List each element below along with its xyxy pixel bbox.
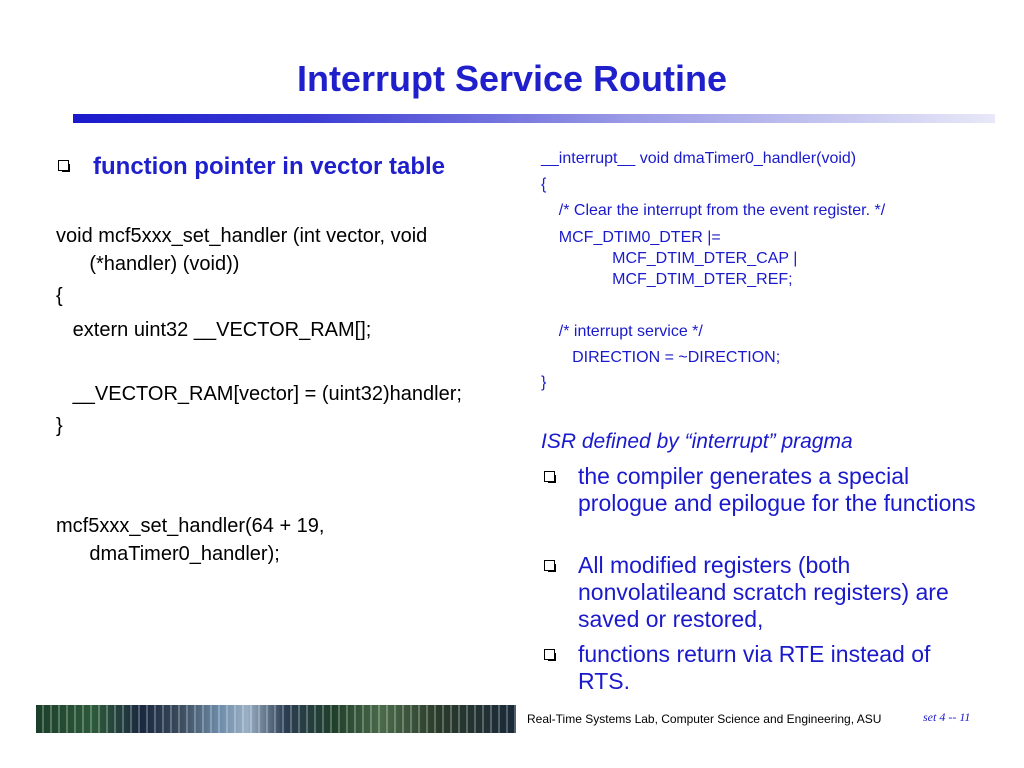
code-line: void mcf5xxx_set_handler (int vector, vo… xyxy=(56,225,428,247)
code-line: (*handler) (void)) xyxy=(56,253,240,275)
right-code-line: DIRECTION = ~DIRECTION; xyxy=(541,349,781,366)
right-code-line: /* Clear the interrupt from the event re… xyxy=(541,202,886,219)
right-code-line: /* interrupt service */ xyxy=(541,323,703,340)
code-line: mcf5xxx_set_handler(64 + 19, xyxy=(56,515,325,537)
right-code-line: MCF_DTIM_DTER_CAP | xyxy=(541,250,798,267)
slide-title: Interrupt Service Routine xyxy=(296,58,728,99)
right-code-line: __interrupt__ void dmaTimer0_handler(voi… xyxy=(541,150,857,167)
footer-lab-text: Real-Time Systems Lab, Computer Science … xyxy=(527,712,882,726)
code-line: dmaTimer0_handler); xyxy=(56,543,280,565)
right-bullet-icon xyxy=(544,560,555,571)
right-bullet-icon xyxy=(544,471,555,482)
code-line: __VECTOR_RAM[vector] = (uint32)handler; xyxy=(56,383,462,405)
right-bullet-text: the compiler generates a special prologu… xyxy=(578,463,976,516)
code-line: extern uint32 __VECTOR_RAM[]; xyxy=(56,319,372,341)
left-heading: function pointer in vector table xyxy=(93,153,446,180)
title-divider xyxy=(73,114,995,123)
right-code-line: } xyxy=(541,374,547,391)
right-bullet-text: All modified registers (both nonvolatile… xyxy=(578,552,949,632)
right-heading: ISR defined by “interrupt” pragma xyxy=(541,430,853,453)
right-code-line: MCF_DTIM_DTER_REF; xyxy=(541,271,793,288)
right-bullet-icon xyxy=(544,649,555,660)
right-code-line: MCF_DTIM0_DTER |= xyxy=(541,229,721,246)
right-bullet-text: functions return via RTE instead of RTS. xyxy=(578,641,931,694)
footer-image-strip xyxy=(36,705,516,733)
right-code-line: { xyxy=(541,176,547,193)
code-line: } xyxy=(56,415,63,437)
page-number: set 4 -- 11 xyxy=(923,710,971,724)
left-bullet-icon xyxy=(58,160,69,171)
code-line: { xyxy=(56,285,63,307)
